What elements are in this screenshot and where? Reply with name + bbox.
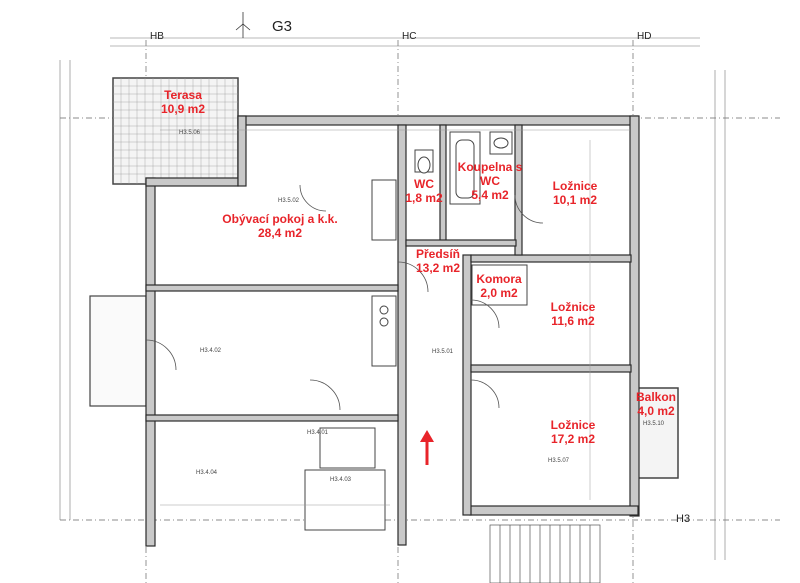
room-label-loznice-1: Ložnice 10,1 m2 (553, 179, 598, 207)
room-area: 28,4 m2 (257, 226, 303, 240)
room-area: 10,9 m2 (160, 102, 206, 116)
room-code-obyvaci: H3.5.02 (278, 198, 300, 204)
room-area: 2,0 m2 (480, 286, 518, 300)
entrance-arrow-up-icon (420, 430, 434, 465)
room-area: 4,0 m2 (637, 404, 675, 418)
grid-label-hd: HD (637, 31, 652, 42)
room-label-obyvaci: Obývací pokoj a k.k. 28,4 m2 (222, 212, 337, 240)
section-label-g3: G3 (272, 18, 293, 35)
room-code-h3403: H3.4.03 (330, 477, 352, 483)
room-name: Obývací pokoj a k.k. (222, 212, 338, 226)
room-area: 17,2 m2 (550, 432, 596, 446)
room-label-balkon: Balkon 4,0 m2 (636, 390, 676, 418)
room-area: 10,1 m2 (552, 193, 598, 207)
grid-label-hc: HC (402, 31, 417, 42)
grid-label-h3: H3 (676, 513, 691, 525)
room-name: WC (413, 177, 434, 191)
room-name: Komora (476, 272, 522, 286)
room-label-loznice-3: Ložnice 17,2 m2 (551, 418, 596, 446)
room-name: Terasa (164, 88, 202, 102)
room-label-wc: WC 1,8 m2 (405, 177, 442, 205)
room-area: 11,6 m2 (551, 314, 595, 328)
room-label-predsin: Předsíň 13,2 m2 (416, 247, 460, 275)
room-area: 13,2 m2 (415, 261, 461, 275)
room-code-terasa: H3.5.06 (179, 130, 201, 136)
room-label-koupelna: Koupelna s WC 5,4 m2 (454, 160, 526, 202)
room-name: Ložnice (552, 179, 598, 193)
room-area: 5,4 m2 (471, 188, 509, 202)
room-code-h3402: H3.4.02 (200, 348, 222, 354)
room-code-h3501: H3.5.01 (432, 349, 454, 355)
room-code-h3404: H3.4.04 (196, 470, 218, 476)
room-label-terasa: Terasa 10,9 m2 (161, 88, 205, 116)
room-area: 1,8 m2 (405, 191, 443, 205)
room-code-h3507: H3.5.07 (548, 458, 570, 464)
room-code-balkon: H3.5.10 (643, 421, 665, 427)
room-label-komora: Komora 2,0 m2 (476, 272, 521, 300)
room-label-loznice-2: Ložnice 11,6 m2 (551, 300, 596, 328)
room-name: Ložnice (550, 418, 596, 432)
room-name: Balkon (635, 390, 677, 404)
room-code-h3401: H3.4.01 (307, 430, 329, 436)
room-name: Ložnice (550, 300, 596, 314)
room-name: Koupelna s WC (457, 160, 523, 188)
grid-label-hb: HB (150, 31, 164, 42)
room-name: Předsíň (415, 247, 461, 261)
